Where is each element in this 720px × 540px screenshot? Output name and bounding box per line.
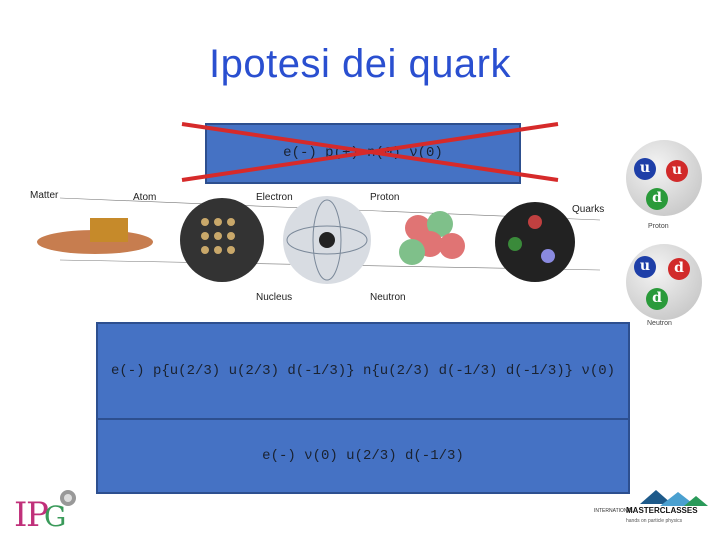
proton-quark-2: u (666, 160, 688, 182)
slide-title: Ipotesi dei quark (208, 42, 511, 86)
neutron-quark-2: d (668, 258, 690, 280)
svg-text:G: G (44, 500, 66, 532)
label-quarks: Quarks (572, 204, 605, 215)
masterclasses-line3: hands on particle physics (626, 518, 683, 524)
svg-text:I: I (14, 495, 27, 532)
label-atom: Atom (133, 192, 157, 203)
label-nucleus: Nucleus (256, 292, 293, 303)
neutron-quark-diagram: u d d (626, 244, 702, 320)
neutron-quark-3: d (646, 288, 668, 310)
matter-structure-illustration (37, 196, 601, 284)
institute-logo: I P G (14, 490, 76, 532)
matter-structure-diagram: Matter Atom Electron Proton Quarks Nucle… (0, 180, 720, 330)
proton-label: Proton (648, 223, 669, 230)
neutron-quark-1: u (634, 256, 656, 278)
masterclasses-line1: INTERNATIONAL (594, 508, 634, 514)
svg-text:P: P (26, 495, 49, 532)
quark-composition-box: e(-) p{u(2/3) u(2/3) d(-1/3)} n{u(2/3) d… (96, 322, 630, 420)
label-neutron: Neutron (370, 292, 406, 303)
proton-quark-3: d (646, 188, 668, 210)
masterclasses-logo: INTERNATIONAL MASTERCLASSES hands on par… (594, 488, 710, 534)
label-proton: Proton (370, 192, 400, 203)
proton-quark-diagram: u u d (626, 140, 702, 216)
label-electron: Electron (256, 192, 293, 203)
cross-out-mark (181, 122, 559, 182)
masterclasses-line2: MASTERCLASSES (626, 506, 698, 515)
neutron-label: Neutron (647, 320, 672, 327)
masterclasses-emblem (640, 490, 708, 506)
label-matter: Matter (30, 190, 59, 201)
proton-quark-1: u (634, 158, 656, 180)
fundamental-particles-box: e(-) ν(0) u(2/3) d(-1/3) (96, 418, 630, 494)
